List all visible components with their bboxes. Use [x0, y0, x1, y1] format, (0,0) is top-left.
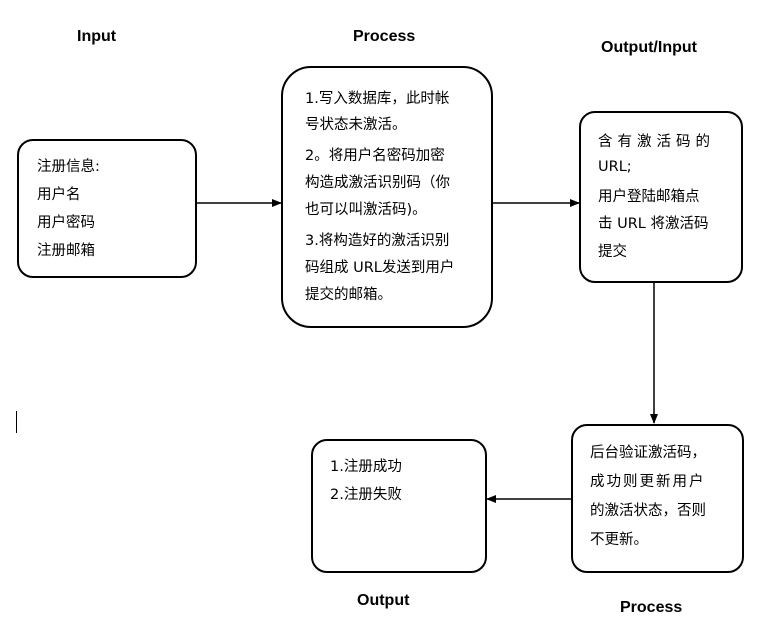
input-box-line-3: 用户密码 — [37, 215, 95, 231]
process-box-line-7: 码组成 URL发送到用户 — [305, 260, 455, 276]
output-input-line-3: 用户登陆邮箱点 — [598, 189, 700, 205]
process-box-line-1: 1.写入数据库，此时帐 — [305, 91, 450, 107]
process-box-line-6: 3.将构造好的激活识别 — [305, 233, 450, 249]
output-input-box — [579, 111, 743, 283]
verify-box-line-1: 后台验证激活码， — [590, 445, 706, 461]
input-box-line-2: 用户名 — [37, 187, 81, 203]
label-input: Input — [77, 28, 117, 45]
input-box — [17, 139, 197, 278]
process-box-line-3: 2。将用户名密码加密 — [305, 148, 445, 164]
label-output: Output — [357, 592, 410, 609]
verify-box-line-4: 不更新。 — [590, 532, 648, 548]
label-output-input: Output/Input — [601, 39, 697, 56]
input-box-line-4: 注册邮箱 — [37, 243, 95, 259]
result-box-line-2: 2.注册失败 — [330, 487, 402, 503]
verify-box-line-2: 成功则更新用户 — [590, 474, 706, 490]
text-cursor — [16, 411, 17, 433]
output-input-line-4: 击 URL 将激活码 — [598, 216, 709, 232]
output-input-line-2: URL; — [598, 159, 632, 175]
verify-box — [571, 424, 744, 573]
label-process-top: Process — [353, 28, 416, 45]
process-box-line-5: 也可以叫激活码)。 — [305, 202, 427, 218]
label-process-bottom: Process — [620, 599, 683, 616]
verify-box-line-3: 的激活状态，否则 — [590, 503, 706, 519]
process-box-line-4: 构造成激活识别码（你 — [305, 175, 450, 191]
input-box-line-1: 注册信息: — [37, 159, 100, 175]
process-box-line-8: 提交的邮箱。 — [305, 287, 392, 303]
output-input-line-5: 提交 — [598, 244, 627, 260]
output-input-line-1: 含有激活码的 — [598, 134, 715, 150]
result-box — [311, 439, 487, 573]
process-box-line-2: 号状态未激活。 — [305, 117, 407, 133]
result-box-line-1: 1.注册成功 — [330, 459, 402, 475]
process-box — [281, 66, 493, 328]
